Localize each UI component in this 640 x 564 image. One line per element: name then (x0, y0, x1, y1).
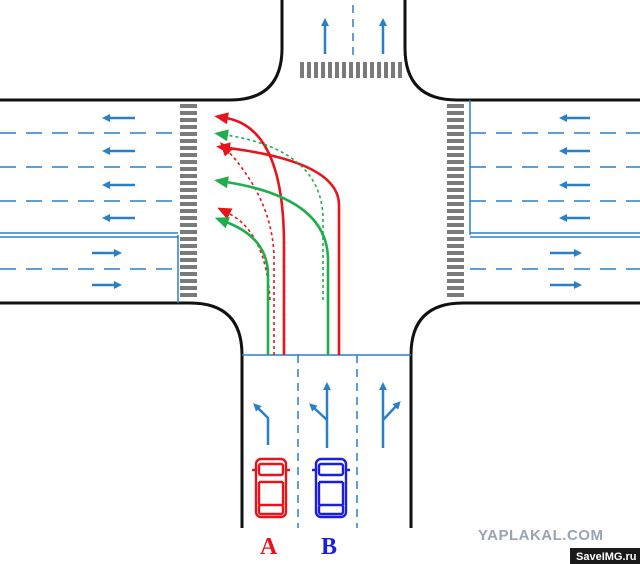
direction-arrows-top-road (321, 18, 387, 54)
crosswalk-right (447, 104, 464, 297)
curb-bottom-right (409, 301, 640, 528)
curb-bottom-left (0, 301, 244, 528)
lane-left-turn-arrow-icon (253, 403, 270, 445)
watermark-yaplakal: YAPLAKAL.COM (478, 527, 603, 544)
car-b-path-solid-outer (214, 176, 330, 355)
crosswalk-top (300, 62, 402, 78)
curb-top-left (0, 0, 284, 102)
car-a-path-dotted (219, 142, 275, 355)
lane-left-turn-branch-icon (309, 403, 328, 421)
crosswalk-left (180, 104, 197, 297)
direction-arrows-right-road (550, 114, 590, 289)
lane-right-turn-branch-icon (382, 401, 401, 421)
left-road-markings (0, 132, 179, 303)
car-a-paths (214, 112, 341, 355)
car-b-paths (214, 129, 330, 355)
car-b-path-dotted (214, 129, 324, 300)
curb-top-right (403, 0, 640, 102)
car-b-label: B (321, 534, 337, 560)
direction-arrows-left-road (92, 114, 135, 289)
car-a (252, 457, 290, 519)
watermark-saveimg: SaveIMG.ru (576, 551, 637, 563)
watermark-badge-bg (570, 548, 640, 564)
car-b (312, 457, 350, 519)
car-a-path-solid (214, 112, 286, 355)
car-b-path-solid-inner (214, 217, 270, 355)
lane-arrows-bottom-road (253, 382, 401, 448)
road-edges (0, 0, 640, 528)
car-a-label: A (260, 534, 278, 560)
bottom-road-markings (242, 354, 411, 528)
right-road-markings (469, 100, 640, 270)
car-a-path-solid-wide (216, 142, 341, 355)
